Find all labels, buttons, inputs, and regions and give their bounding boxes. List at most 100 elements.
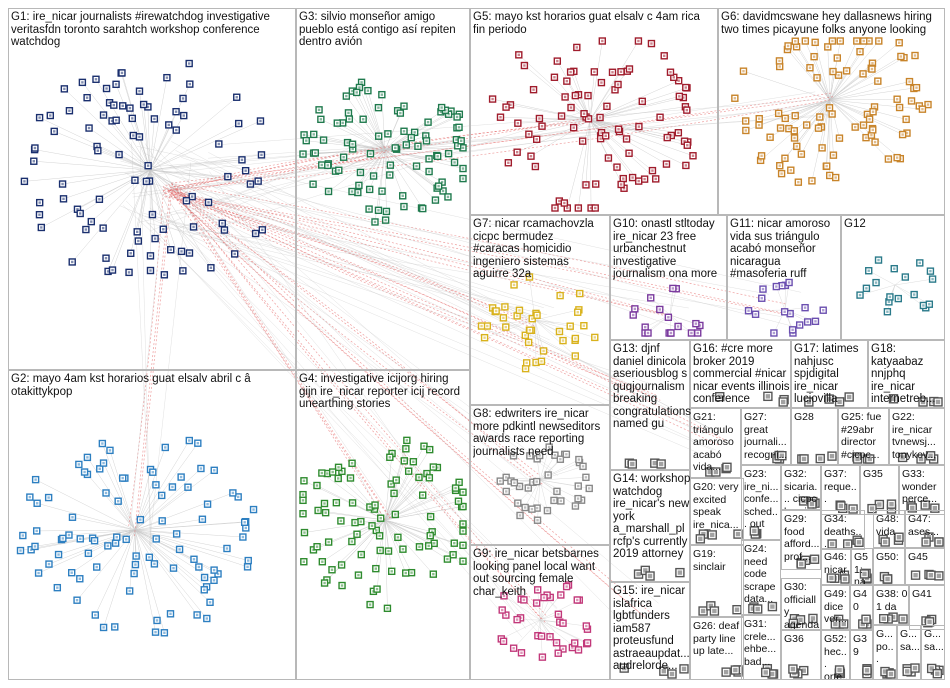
graph-node-fill [252, 508, 255, 511]
graph-node-fill [169, 612, 172, 615]
graph-node-fill [71, 260, 74, 264]
graph-node-fill [366, 89, 370, 92]
graph-node-fill [900, 616, 906, 622]
graph-node-fill [829, 453, 835, 459]
graph-node-fill [912, 293, 916, 296]
graph-node-fill [503, 305, 507, 309]
graph-node-fill [593, 70, 596, 74]
graph-node-fill [881, 616, 886, 621]
edge [811, 99, 831, 181]
edge [367, 90, 386, 151]
graph-node-fill [422, 445, 426, 448]
graph-node-fill [367, 207, 371, 211]
graph-node-fill [733, 97, 737, 100]
graph-node-fill [384, 218, 387, 222]
graph-node-fill [577, 206, 580, 210]
edge [528, 119, 591, 135]
graph-node-fill [895, 156, 899, 159]
graph-node-fill [578, 292, 581, 295]
graph-node-fill [226, 175, 230, 178]
edge [159, 193, 544, 308]
graph-node-fill [920, 399, 926, 405]
graph-node-fill [149, 254, 152, 258]
graph-node-fill [842, 576, 848, 582]
group-box-g20 [690, 478, 744, 545]
graph-node-fill [502, 640, 505, 643]
edge [484, 319, 536, 338]
edge [134, 178, 523, 638]
graph-node-fill [515, 618, 519, 621]
inter-group-edge [173, 191, 674, 317]
graph-node-fill [403, 459, 406, 463]
graph-node-fill [761, 287, 765, 291]
edge [829, 99, 889, 160]
graph-node-fill [561, 621, 565, 625]
graph-node-fill [658, 116, 662, 119]
graph-node-fill [337, 466, 340, 469]
graph-node-fill [507, 161, 510, 164]
graph-node-fill [231, 491, 235, 495]
graph-node-fill [576, 311, 579, 314]
graph-node-fill [106, 270, 110, 273]
graph-node-fill [904, 118, 908, 121]
graph-node-fill [131, 117, 134, 120]
graph-node-fill [806, 320, 809, 324]
graph-node-fill [421, 493, 424, 497]
edge [152, 145, 631, 632]
graph-node-fill [188, 82, 192, 86]
graph-node-fill [524, 367, 527, 370]
graph-node-fill [806, 399, 812, 405]
edge [34, 149, 151, 171]
graph-node-fill [651, 169, 654, 172]
edge [134, 529, 207, 619]
graph-node-fill [417, 476, 421, 479]
graph-node-fill [351, 89, 354, 93]
group-box-g40 [850, 585, 873, 630]
graph-node-fill [574, 504, 577, 508]
graph-node-fill [744, 129, 748, 132]
graph-node-fill [658, 308, 661, 311]
edge [384, 149, 464, 169]
graph-node-fill [461, 529, 465, 533]
graph-node-fill [831, 39, 834, 43]
graph-node-fill [557, 652, 560, 655]
group-box-g46 [821, 548, 851, 585]
graph-node-fill [685, 108, 689, 112]
group-box-g41 [909, 585, 945, 630]
graph-node-fill [701, 531, 706, 537]
graph-node-fill [529, 154, 533, 158]
graph-node-fill [700, 608, 706, 614]
graph-node-fill [676, 325, 680, 328]
edge [384, 149, 387, 212]
graph-node-fill [643, 325, 647, 329]
graph-node-fill [752, 528, 757, 534]
graph-node-fill [910, 99, 913, 103]
graph-node-fill [791, 328, 794, 332]
graph-node-fill [351, 147, 354, 151]
node-layer [16, 37, 944, 679]
graph-node-fill [531, 317, 534, 320]
edge [165, 212, 544, 639]
edge [384, 477, 420, 521]
inter-group-edge [165, 193, 781, 314]
edge [567, 119, 591, 209]
graph-node-fill [83, 470, 86, 474]
graph-node-fill [237, 122, 240, 125]
graph-node-fill [910, 505, 915, 511]
edge [134, 529, 198, 616]
graph-node-fill [160, 494, 163, 497]
inter-group-edge [172, 192, 673, 318]
graph-node-fill [560, 114, 563, 118]
graph-node-fill [855, 39, 858, 43]
edge [378, 149, 386, 211]
graph-node-fill [315, 545, 319, 548]
graph-node-fill [594, 182, 597, 186]
edge [361, 519, 386, 555]
graph-node-fill [577, 648, 580, 652]
graph-node-fill [874, 281, 878, 284]
graph-node-fill [402, 130, 406, 133]
graph-node-fill [723, 669, 729, 675]
graph-node-fill [102, 113, 105, 117]
graph-node-fill [600, 131, 603, 134]
graph-node-fill [631, 176, 634, 179]
